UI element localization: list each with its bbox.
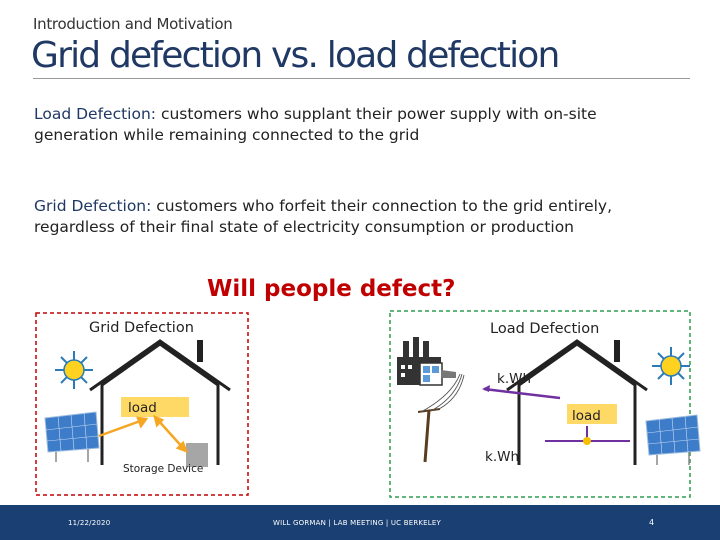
storage-device-icon [186, 443, 208, 467]
load-defection-term: Load Defection: [34, 105, 157, 123]
flow-arrows [98, 414, 189, 454]
factory-icon [397, 337, 456, 386]
load-defection-load-label: load [572, 408, 601, 424]
footer-page-number: 4 [649, 518, 655, 527]
grid-defection-text: customers who forfeit their connection t… [34, 197, 613, 236]
grid-defection-definition: Grid Defection: customers who forfeit th… [34, 196, 674, 238]
defect-question: Will people defect? [207, 276, 456, 302]
storage-device-label: Storage Device [123, 463, 203, 475]
load-defection-text: customers who supplant their power suppl… [34, 105, 597, 144]
sun-icon [652, 347, 690, 385]
grid-load-label: load [128, 400, 157, 416]
grid-defection-panel-label: Grid Defection [89, 320, 194, 336]
kwh-label-top: k.Wh [497, 371, 531, 387]
solar-panel-icon [44, 411, 100, 462]
footer-date: 11/22/2020 [68, 519, 111, 527]
grid-load-box [121, 397, 189, 417]
house-icon [506, 339, 648, 465]
load-defection-panel [389, 310, 691, 498]
kwh-label-bottom: k.Wh [485, 449, 519, 465]
grid-defection-panel [35, 312, 249, 496]
solar-panel-icon [645, 414, 701, 465]
slide-title: Grid defection vs. load defection [31, 35, 560, 76]
grid-defection-term: Grid Defection: [34, 197, 152, 215]
sun-icon [55, 351, 93, 389]
slide-footer: 11/22/2020 WILL GORMAN | LAB MEETING | U… [0, 505, 720, 540]
section-kicker: Introduction and Motivation [33, 15, 233, 33]
load-defection-load-box [567, 404, 617, 424]
title-divider [33, 78, 690, 79]
load-defection-panel-label: Load Defection [490, 321, 600, 337]
footer-center-text: WILL GORMAN | LAB MEETING | UC BERKELEY [273, 519, 441, 527]
power-pole-icon [417, 373, 465, 463]
kwh-flow-arrows [482, 385, 630, 445]
house-icon [89, 339, 231, 465]
load-defection-definition: Load Defection: customers who supplant t… [34, 104, 674, 146]
